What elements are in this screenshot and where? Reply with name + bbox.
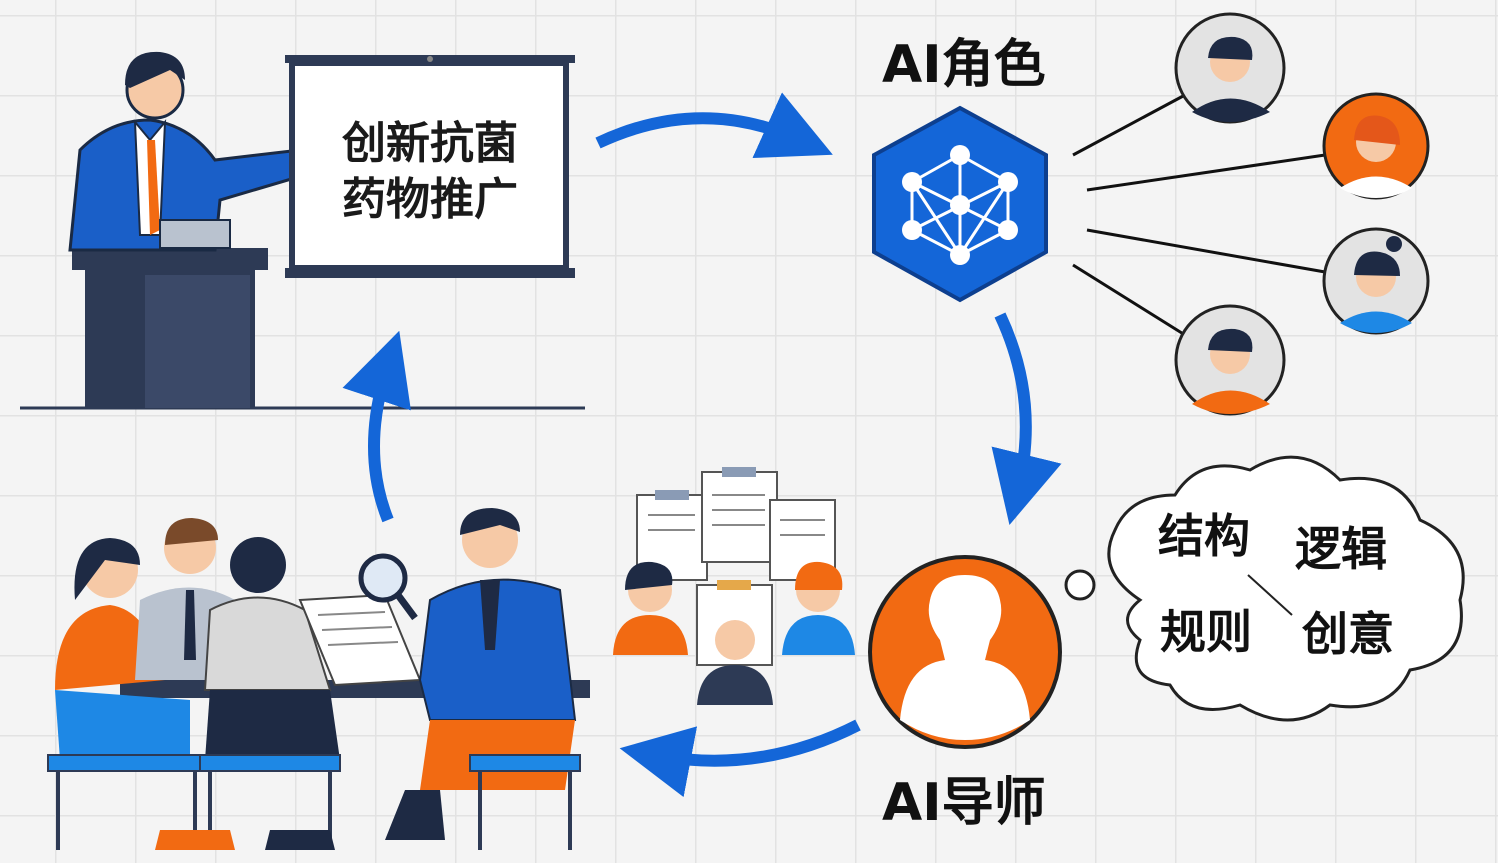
man-blue-suit — [385, 508, 577, 840]
cloud-item-logic: 逻辑 — [1295, 522, 1387, 576]
ai-role-label: AI角色 — [882, 35, 1046, 95]
arrow-mentor-to-team — [619, 719, 861, 798]
avatar-woman-blue — [1322, 227, 1430, 335]
cloud-item-structure: 结构 — [1158, 509, 1250, 563]
presenter-scene: 创新抗菌 药物推广 — [20, 51, 585, 410]
document-review-group — [613, 467, 855, 705]
arrow-board-to-ai-role — [595, 92, 833, 159]
cloud-item-creativity: 创意 — [1302, 607, 1394, 661]
avatar-woman-orange — [1322, 92, 1430, 200]
avatar-man-dark — [1174, 12, 1286, 124]
ai-mentor-label: AI导师 — [882, 773, 1046, 833]
chairs — [47, 754, 581, 772]
arrow-ai-role-to-mentor — [991, 312, 1062, 525]
arrow-team-to-board — [342, 330, 411, 523]
avatar-man-orange — [1174, 304, 1286, 416]
connector-lines — [1072, 93, 1326, 337]
cloud-item-rules: 规则 — [1160, 605, 1252, 659]
team-meeting-scene — [47, 508, 590, 850]
presentation-board: 创新抗菌 药物推广 — [285, 55, 575, 278]
neural-network-icon — [872, 105, 1048, 303]
ai-mentor-avatar — [868, 555, 1062, 749]
magnifying-glass-icon — [358, 553, 418, 621]
board-text-line1: 创新抗菌 — [342, 118, 518, 169]
presenter-person — [68, 51, 307, 252]
man-back-view — [203, 537, 340, 760]
thought-cloud: 结构 逻辑 规则 创意 — [1064, 455, 1465, 722]
board-text-line2: 药物推广 — [342, 174, 518, 225]
